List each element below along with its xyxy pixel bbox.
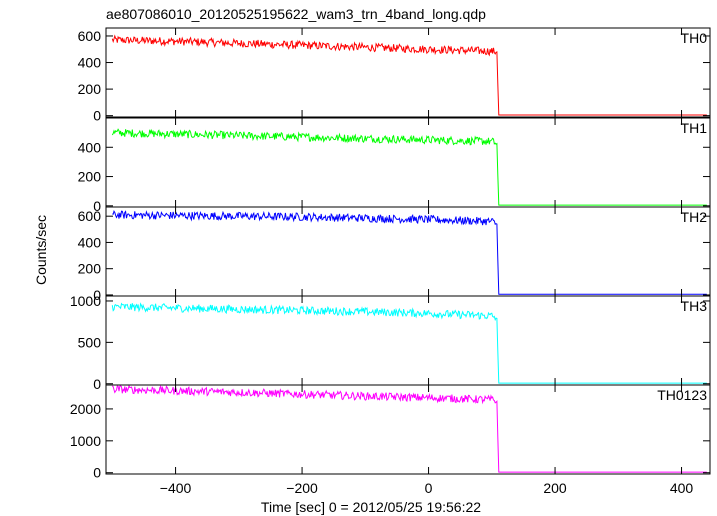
panel-label-th0123: TH0123 bbox=[657, 387, 707, 403]
y-tick-label: 0 bbox=[93, 108, 101, 124]
panel-label-th0: TH0 bbox=[681, 30, 708, 46]
series-line-th0123 bbox=[111, 384, 707, 473]
y-tick-label: 0 bbox=[93, 198, 101, 214]
y-tick-label: 0 bbox=[93, 287, 101, 303]
x-tick-label: 200 bbox=[543, 480, 567, 496]
series-line-th2 bbox=[112, 209, 707, 295]
y-tick-label: 2000 bbox=[70, 401, 101, 417]
y-tick-label: 600 bbox=[78, 208, 102, 224]
panel-label-th1: TH1 bbox=[681, 120, 708, 136]
y-tick-label: 200 bbox=[78, 261, 102, 277]
panel-frame-th1 bbox=[105, 117, 711, 208]
series-line-th0 bbox=[111, 34, 707, 116]
panel-label-th2: TH2 bbox=[681, 209, 708, 225]
panel-frame-th0 bbox=[105, 27, 711, 118]
series-line-th1 bbox=[111, 128, 707, 206]
series-line-th3 bbox=[111, 302, 707, 384]
y-tick-label: 1000 bbox=[70, 433, 101, 449]
y-tick-label: 600 bbox=[78, 28, 102, 44]
x-tick-label: −200 bbox=[286, 480, 318, 496]
y-tick-label: 1000 bbox=[70, 293, 101, 309]
y-tick-label: 200 bbox=[78, 169, 102, 185]
y-axis-label: Counts/sec bbox=[33, 215, 49, 285]
y-tick-label: 400 bbox=[78, 139, 102, 155]
panel-label-th3: TH3 bbox=[681, 298, 708, 314]
chart-title: ae807086010_20120525195622_wam3_trn_4ban… bbox=[106, 6, 486, 22]
y-tick-label: 0 bbox=[93, 465, 101, 481]
x-tick-label: 400 bbox=[670, 480, 694, 496]
panel-frame-th0123 bbox=[105, 384, 711, 475]
x-axis-label: Time [sec] 0 = 2012/05/25 19:56:22 bbox=[261, 499, 481, 515]
x-tick-label: −400 bbox=[160, 480, 192, 496]
y-tick-label: 400 bbox=[78, 55, 102, 71]
y-tick-label: 500 bbox=[78, 334, 102, 350]
y-tick-label: 0 bbox=[93, 376, 101, 392]
panel-frame-th2 bbox=[105, 206, 711, 297]
y-tick-label: 400 bbox=[78, 234, 102, 250]
y-tick-label: 200 bbox=[78, 81, 102, 97]
x-tick-label: 0 bbox=[425, 480, 433, 496]
